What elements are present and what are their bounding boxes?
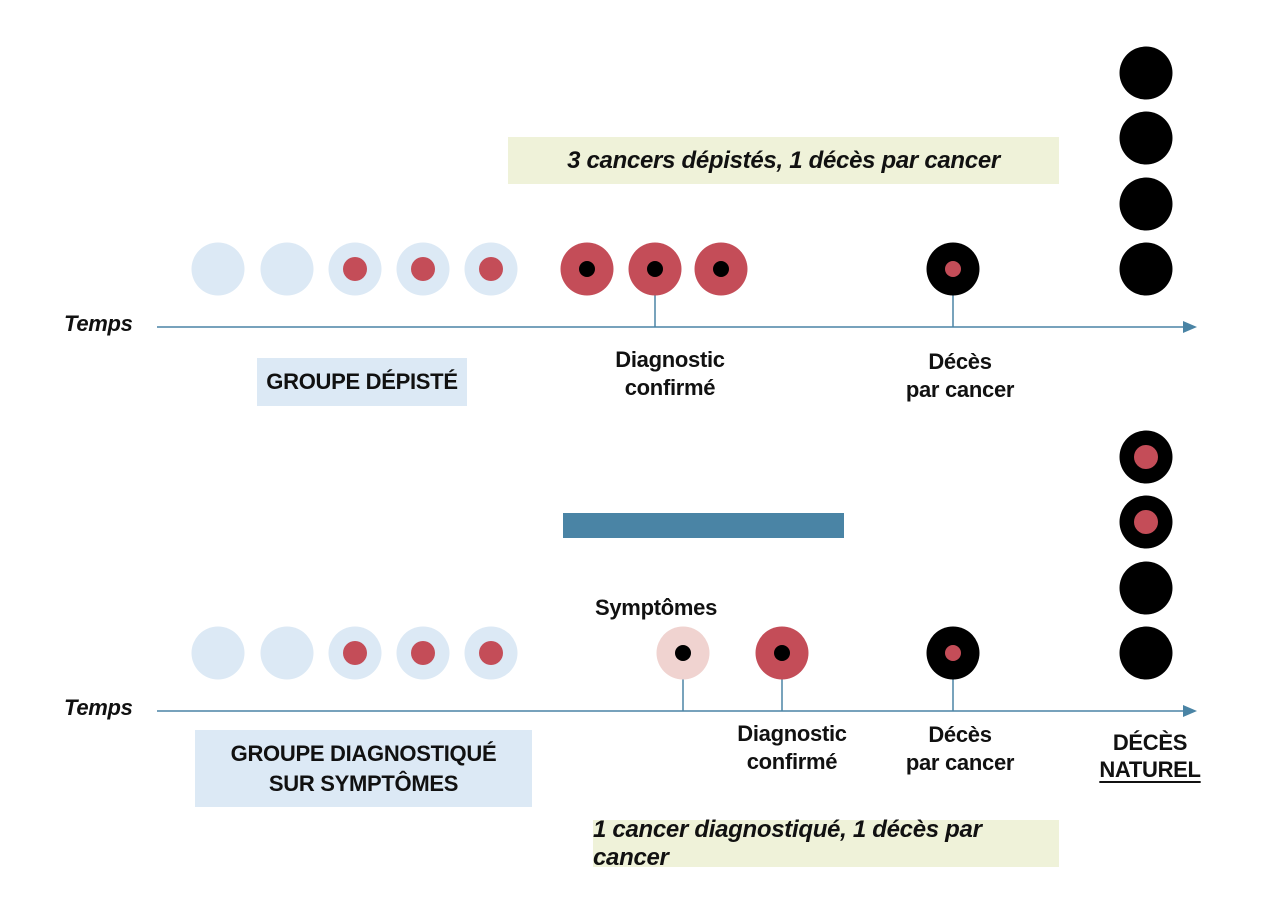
bottom-death-label: Décès par cancer [905, 721, 1015, 777]
bottom-diagnostic-label-line2: confirmé [746, 749, 838, 774]
top-diagnosed-dot [713, 261, 729, 277]
bottom-diagnostic-label-line1: Diagnostic [737, 721, 847, 746]
bottom-early-cancer-dot [411, 641, 435, 665]
top-axis-label: Temps [64, 311, 133, 336]
top-natural-death-circle [1119, 46, 1173, 100]
top-death-label-line1: Décès [928, 349, 992, 374]
bottom-healthy-circle [260, 626, 314, 680]
top-death-label-line2: par cancer [905, 377, 1015, 402]
top-diagnosed-dot [579, 261, 595, 277]
symptoms-label: Symptômes [594, 595, 718, 620]
bottom-early-cancer-dot [343, 641, 367, 665]
top-natural-death-circle [1119, 111, 1173, 165]
top-early-cancer-dot [411, 257, 435, 281]
bottom-natural-death-circle [1119, 561, 1173, 615]
bottom-axis-label: Temps [64, 695, 133, 720]
top-time-axis [157, 321, 1197, 333]
bottom-time-axis [157, 705, 1197, 717]
top-early-cancer-dot [343, 257, 367, 281]
bottom-natural-death-stack [1119, 430, 1173, 680]
bottom-diagnosed-dot [774, 645, 790, 661]
top-healthy-circle [260, 242, 314, 296]
bottom-cancer-death-dot [945, 645, 961, 661]
top-diagnostic-label-line2: confirmé [624, 375, 716, 400]
top-diagnostic-label-line1: Diagnostic [615, 347, 725, 372]
natural-death-label-line1: DÉCÈS [1112, 730, 1188, 755]
top-natural-death-circle [1119, 177, 1173, 231]
bottom-row-circles [191, 626, 980, 680]
top-natural-death-circle [1119, 242, 1173, 296]
top-summary-banner: 3 cancers dépistés, 1 décès par cancer [508, 137, 1059, 184]
top-cancer-death-dot [945, 261, 961, 277]
top-early-cancer-dot [479, 257, 503, 281]
bottom-death-label-line1: Décès [928, 722, 992, 747]
lead-time-bar [563, 513, 844, 538]
bottom-natural-death-dot [1134, 510, 1158, 534]
bottom-early-cancer-dot [479, 641, 503, 665]
top-healthy-circle [191, 242, 245, 296]
top-diagnosed-dot [647, 261, 663, 277]
bottom-symptom-dot [675, 645, 691, 661]
natural-death-label-line2: NATUREL [1099, 757, 1201, 782]
symptomatic-group-label-line2: SUR SYMPTÔMES [268, 770, 459, 796]
bottom-death-label-line2: par cancer [905, 750, 1015, 775]
top-natural-death-stack [1119, 46, 1173, 296]
symptomatic-group-label: GROUPE DIAGNOSTIQUÉ SUR SYMPTÔMES [195, 730, 532, 807]
symptomatic-group-label-line1: GROUPE DIAGNOSTIQUÉ [230, 740, 497, 766]
top-row-circles [191, 242, 980, 296]
bottom-diagnostic-label: Diagnostic confirmé [737, 720, 847, 776]
bottom-healthy-circle [191, 626, 245, 680]
bottom-natural-death-circle [1119, 626, 1173, 680]
bottom-summary-banner: 1 cancer diagnostiqué, 1 décès par cance… [593, 816, 1059, 871]
top-diagnostic-label: Diagnostic confirmé [615, 346, 725, 402]
screened-group-label: GROUPE DÉPISTÉ [257, 358, 467, 406]
natural-death-label: DÉCÈS NATUREL [1099, 729, 1201, 783]
top-death-label: Décès par cancer [905, 348, 1015, 404]
bottom-natural-death-dot [1134, 445, 1158, 469]
